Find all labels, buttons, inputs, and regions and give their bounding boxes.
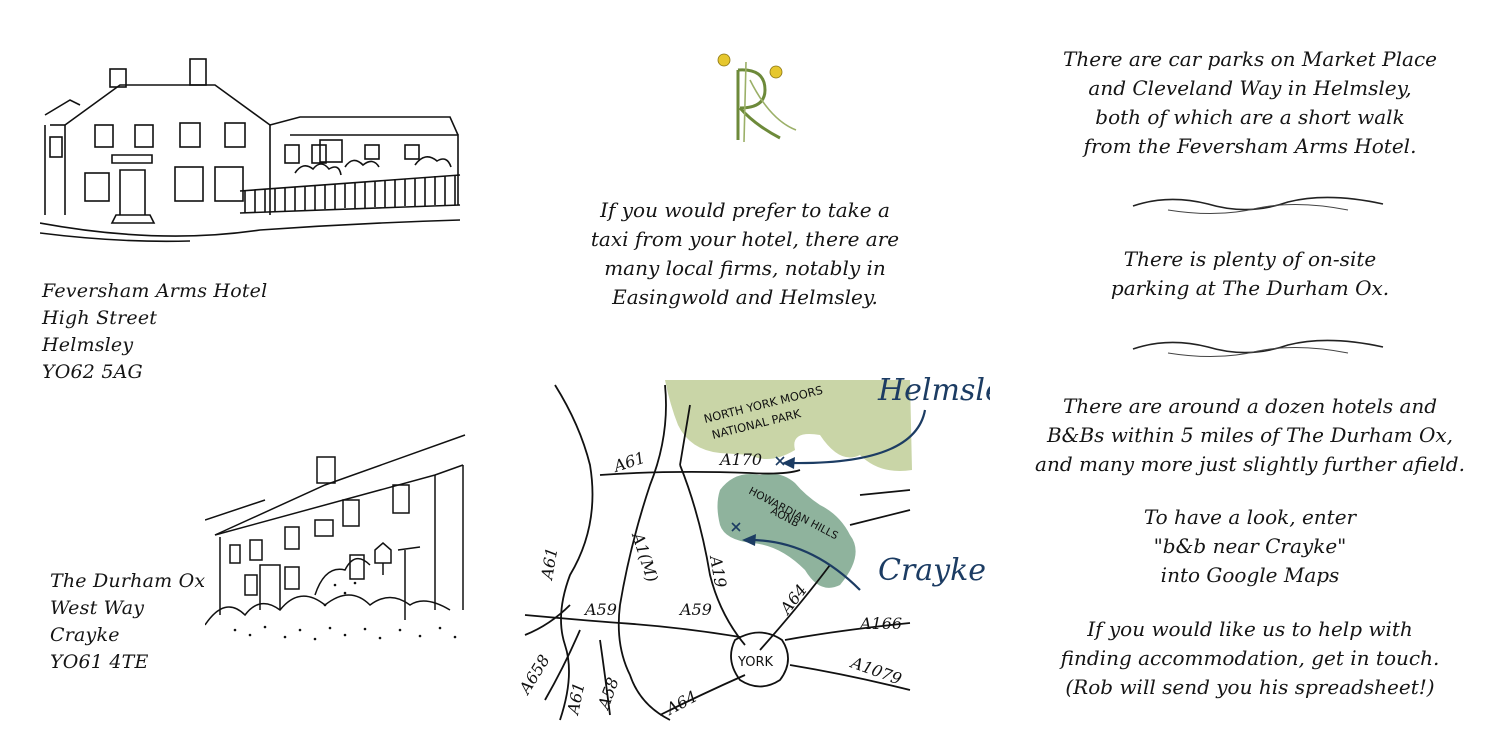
text-line: "b&b near Crayke" <box>1153 534 1347 558</box>
text-line: (Rob will send you his spreadsheet!) <box>1065 675 1435 699</box>
address-line: YO62 5AG <box>42 361 143 383</box>
middle-column: If you would prefer to take a taxi from … <box>500 0 1000 747</box>
taxi-paragraph: If you would prefer to take a taxi from … <box>580 196 910 312</box>
road-left-spur <box>524 604 571 636</box>
text-line: There are car parks on Market Place <box>1063 47 1437 71</box>
road-label-a59-right: A59 <box>678 600 712 619</box>
road-a170 <box>599 469 801 476</box>
road-label-a658: A658 <box>520 651 554 698</box>
road-label-a1079: A1079 <box>847 652 905 688</box>
text-line: B&Bs within 5 miles of The Durham Ox, <box>1046 423 1454 447</box>
crayke-marker <box>731 522 741 532</box>
text-line: into Google Maps <box>1160 563 1340 587</box>
road-label-a1m: A1(M) <box>628 528 662 584</box>
road-a64-sw <box>659 674 746 716</box>
right-column: There are car parks on Market Place and … <box>1000 0 1500 747</box>
feversham-address: Feversham Arms Hotel High Street Helmsle… <box>42 278 267 386</box>
road-label-a58: A58 <box>593 675 622 713</box>
york-label: YORK <box>737 655 773 670</box>
durham-parking-paragraph: There is plenty of on-site parking at Th… <box>1040 245 1460 303</box>
road-a1079 <box>789 664 911 691</box>
feversham-arms-sketch <box>40 58 461 243</box>
address-line: Helmsley <box>42 334 134 356</box>
address-line: Feversham Arms Hotel <box>42 280 268 302</box>
road-a1m <box>617 384 671 721</box>
text-line: and Cleveland Way in Helmsley, <box>1088 76 1412 100</box>
road-label-a61-left: A61 <box>537 546 562 583</box>
text-line: both of which are a short walk <box>1095 105 1405 129</box>
text-line: If you would like us to help with <box>1087 617 1413 641</box>
york-ring <box>730 631 789 688</box>
taxi-line: taxi from your hotel, there are <box>590 227 900 251</box>
left-column: Feversham Arms Hotel High Street Helmsle… <box>0 0 500 747</box>
north-york-moors-region <box>665 380 912 471</box>
taxi-line: many local firms, notably in <box>604 256 886 280</box>
road-label-a61-bottom: A61 <box>563 681 589 718</box>
address-line: Crayke <box>50 624 120 646</box>
helmsley-arrow <box>789 409 927 465</box>
crayke-arrow <box>749 538 861 591</box>
monogram-logo <box>717 53 797 143</box>
text-line: There are around a dozen hotels and <box>1062 394 1438 418</box>
taxi-line: Easingwold and Helmsley. <box>612 285 878 309</box>
text-line: To have a look, enter <box>1143 505 1357 529</box>
durham-ox-sketch <box>205 434 466 641</box>
road-aonb-east <box>849 509 911 526</box>
address-line: West Way <box>50 597 145 619</box>
text-line: finding accommodation, get in touch. <box>1060 646 1440 670</box>
road-a59 <box>524 614 741 638</box>
road-a658 <box>544 629 581 701</box>
address-line: YO61 4TE <box>50 651 149 673</box>
help-paragraph: If you would like us to help with findin… <box>1030 615 1470 702</box>
road-a64-ne <box>759 564 831 651</box>
road-a166 <box>784 622 911 641</box>
road-label-a166: A166 <box>858 614 902 633</box>
road-park-east <box>859 489 911 496</box>
wave-divider <box>1132 196 1384 215</box>
taxi-line: If you would prefer to take a <box>600 198 890 222</box>
wave-divider <box>1132 339 1384 358</box>
road-label-a170: A170 <box>718 450 762 469</box>
address-line: High Street <box>42 307 158 329</box>
text-line: and many more just slightly further afie… <box>1035 452 1465 476</box>
road-a58 <box>599 639 611 716</box>
road-label-a59-left: A59 <box>583 600 617 619</box>
road-label-a19: A19 <box>706 552 731 589</box>
road-label-a64-ne: A64 <box>775 581 811 619</box>
helmsley-label: Helmsley <box>877 375 990 408</box>
road-label-a64-sw: A64 <box>661 687 700 720</box>
helmsley-marker <box>775 456 785 466</box>
text-line: parking at The Durham Ox. <box>1110 276 1390 300</box>
road-a19 <box>679 464 746 646</box>
road-a19-north <box>679 404 691 466</box>
durham-ox-address: The Durham Ox West Way Crayke YO61 4TE <box>50 568 205 676</box>
address-line: The Durham Ox <box>50 570 206 592</box>
road-a61 <box>554 384 594 721</box>
text-line: There is plenty of on-site <box>1123 247 1377 271</box>
hotels-paragraph: There are around a dozen hotels and B&Bs… <box>1030 392 1470 479</box>
crayke-label: Crayke <box>878 553 986 588</box>
helmsley-parking-paragraph: There are car parks on Market Place and … <box>1040 45 1460 161</box>
area-map: NORTH YORK MOORS NATIONAL PARK HOWARDIAN… <box>520 375 990 721</box>
google-maps-paragraph: To have a look, enter "b&b near Crayke" … <box>1040 503 1460 590</box>
text-line: from the Feversham Arms Hotel. <box>1083 134 1417 158</box>
